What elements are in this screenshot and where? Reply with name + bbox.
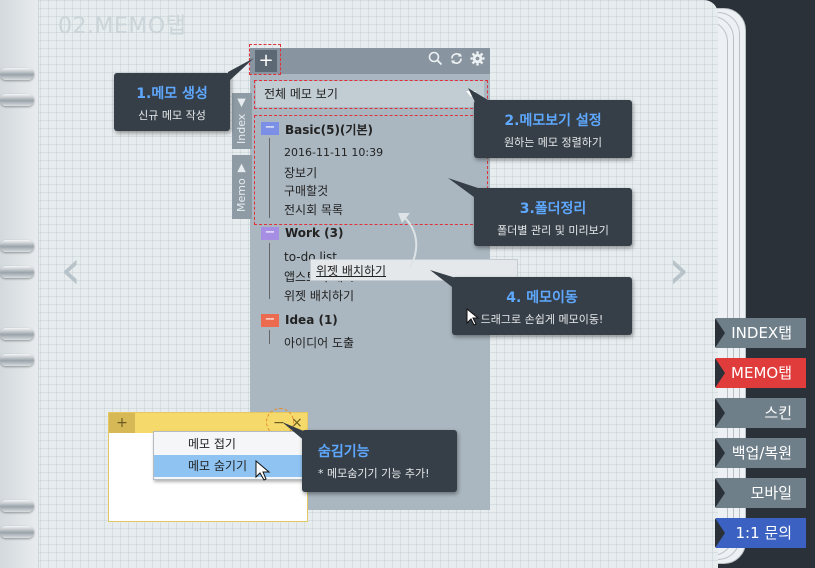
tab-memo[interactable]: Memo ▼ [232,155,252,219]
memo-view-select-value: 전체 메모 보기 [264,87,338,101]
tab-backup-restore[interactable]: 백업/복원 [715,438,806,468]
list-item[interactable]: 전시회 목록 [284,203,344,217]
gear-icon[interactable] [470,51,485,70]
callout-pointer [228,58,254,82]
list-item[interactable]: 장보기 [284,166,318,180]
list-item[interactable]: 위젯 배치하기 [284,289,355,303]
binder-ring [0,240,34,252]
tab-index[interactable]: Index ▲ [232,93,252,149]
folder-basic-title[interactable]: Basic(5)(기본) [285,123,373,137]
binder-ring [0,354,34,366]
notebook-spine [0,0,38,568]
callout-pointer [282,422,306,442]
list-item[interactable]: 아이디어 도출 [284,336,355,350]
prev-arrow-icon[interactable]: ‹ [60,238,82,301]
folder-highlight [254,115,488,225]
menu-item-collapse[interactable]: 메모 접기 [188,437,236,451]
binder-ring [0,94,34,106]
close-icon[interactable]: × [291,415,303,431]
callout-move: 4. 메모이동 드래그로 손쉽게 메모이동! [452,277,632,335]
folder-collapse-button[interactable]: − [261,226,279,240]
folder-collapse-button[interactable]: − [261,313,279,327]
next-arrow-icon[interactable]: › [668,238,690,301]
drag-ghost-label: 위젯 배치하기 [316,264,387,278]
memo-view-select[interactable]: 전체 메모 보기 [256,81,484,107]
page-title: 02.MEMO탭 [58,14,187,39]
memo-widget-header: + − × [109,413,307,433]
list-item[interactable]: 구매할것 [284,184,329,198]
folder-work-title[interactable]: Work (3) [285,226,344,240]
search-icon[interactable] [428,51,443,70]
tab-memo-page[interactable]: MEMO탭 [715,358,806,388]
tab-mobile[interactable]: 모바일 [715,478,806,508]
callout-pointer [468,88,488,108]
binder-ring [0,526,34,538]
callout-folder: 3.폴더정리 폴더별 관리 및 미리보기 [474,188,632,246]
callout-view: 2.메모보기 설정 원하는 메모 정렬하기 [474,100,632,158]
tab-inquiry[interactable]: 1:1 문의 [715,518,806,548]
drag-ghost-item[interactable]: 위젯 배치하기 [310,259,518,281]
folder-idea-title[interactable]: Idea (1) [285,313,338,327]
binder-ring [0,500,34,512]
list-item[interactable]: 2016-11-11 10:39 [284,146,384,159]
cursor-icon [466,308,480,326]
add-highlight [249,44,281,75]
binder-ring [0,266,34,278]
callout-pointer [430,270,456,290]
binder-ring [0,68,34,80]
tab-index-page[interactable]: INDEX탭 [715,318,806,348]
move-curve-arrow-icon [398,213,418,268]
menu-item-hide[interactable]: 메모 숨기기 [154,455,304,477]
folder-collapse-button[interactable]: − [261,121,279,135]
sync-icon[interactable] [449,51,464,70]
binder-ring [0,328,34,340]
memo-add-button[interactable]: + [109,413,135,433]
callout-create: 1.메모 생성 신규 메모 작성 [114,73,230,131]
cursor-icon [255,460,271,481]
panel-toolbar: + [250,48,490,74]
callout-hide: 숨김기능 * 메모숨기기 기능 추가! [302,430,457,492]
select-highlight [254,80,488,109]
callout-pointer [448,178,478,200]
add-memo-button[interactable]: + [255,50,277,72]
tab-skin[interactable]: 스킨 [715,398,806,428]
